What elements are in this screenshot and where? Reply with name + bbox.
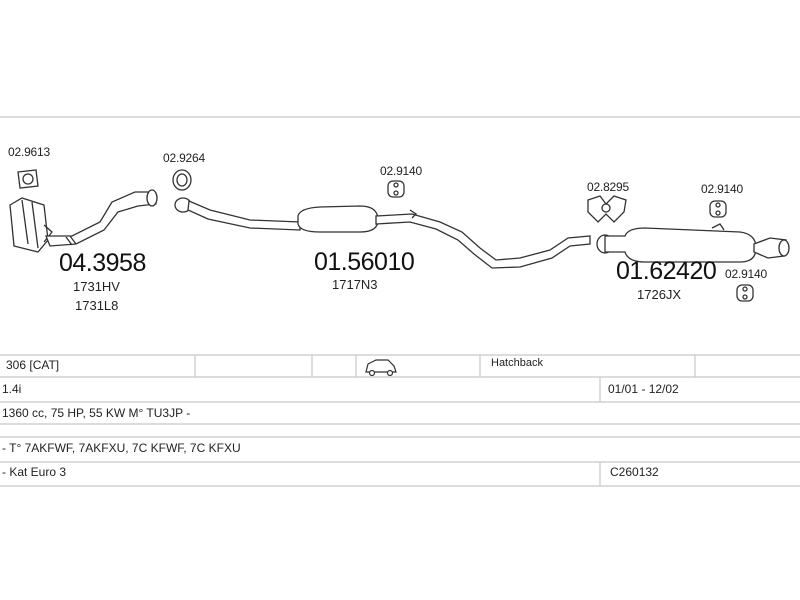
car-icon	[365, 359, 397, 377]
vehicle-model: 306 [CAT]	[6, 358, 60, 372]
rear-silencer-icon	[596, 223, 790, 263]
vehicle-specs: 1360 cc, 75 HP, 55 KW M° TU3JP -	[2, 406, 191, 420]
hanger-c-icon	[736, 284, 754, 302]
clamp-a-label: 02.9613	[8, 145, 50, 159]
hanger-c-label: 02.9140	[725, 267, 767, 281]
ring-clamp-icon	[172, 169, 192, 191]
front-section-ref-1: 1731HV	[73, 279, 120, 294]
hanger-a-icon	[387, 180, 405, 198]
vehicle-type-codes: - T° 7AKFWF, 7AKFXU, 7C KFWF, 7C KFXU	[2, 441, 241, 455]
middle-section-icon	[174, 197, 591, 269]
clamp-a-icon	[17, 169, 39, 189]
clamp-b-label: 02.9264	[163, 151, 205, 165]
data-table-lines	[0, 354, 800, 487]
front-section-ref-2: 1731L8	[75, 298, 119, 313]
catalogue-code: C260132	[610, 465, 659, 479]
rear-section-number: 01.62420	[616, 257, 717, 285]
hanger-a-label: 02.9140	[380, 164, 422, 178]
catalytic-converter-icon	[9, 189, 158, 253]
flange-clamp-icon	[587, 195, 627, 223]
front-section-number: 04.3958	[59, 249, 146, 277]
clamp-c-label: 02.8295	[587, 180, 629, 194]
vehicle-engine: 1.4i	[2, 382, 22, 396]
vehicle-body: Hatchback	[491, 357, 543, 369]
middle-section-number: 01.56010	[314, 248, 415, 276]
vehicle-period: 01/01 - 12/02	[608, 382, 679, 396]
hanger-b-label: 02.9140	[701, 182, 743, 196]
hanger-b-icon	[709, 200, 727, 218]
rear-section-ref: 1726JX	[637, 287, 682, 302]
vehicle-emission: - Kat Euro 3	[2, 465, 67, 479]
middle-section-ref: 1717N3	[332, 277, 378, 292]
